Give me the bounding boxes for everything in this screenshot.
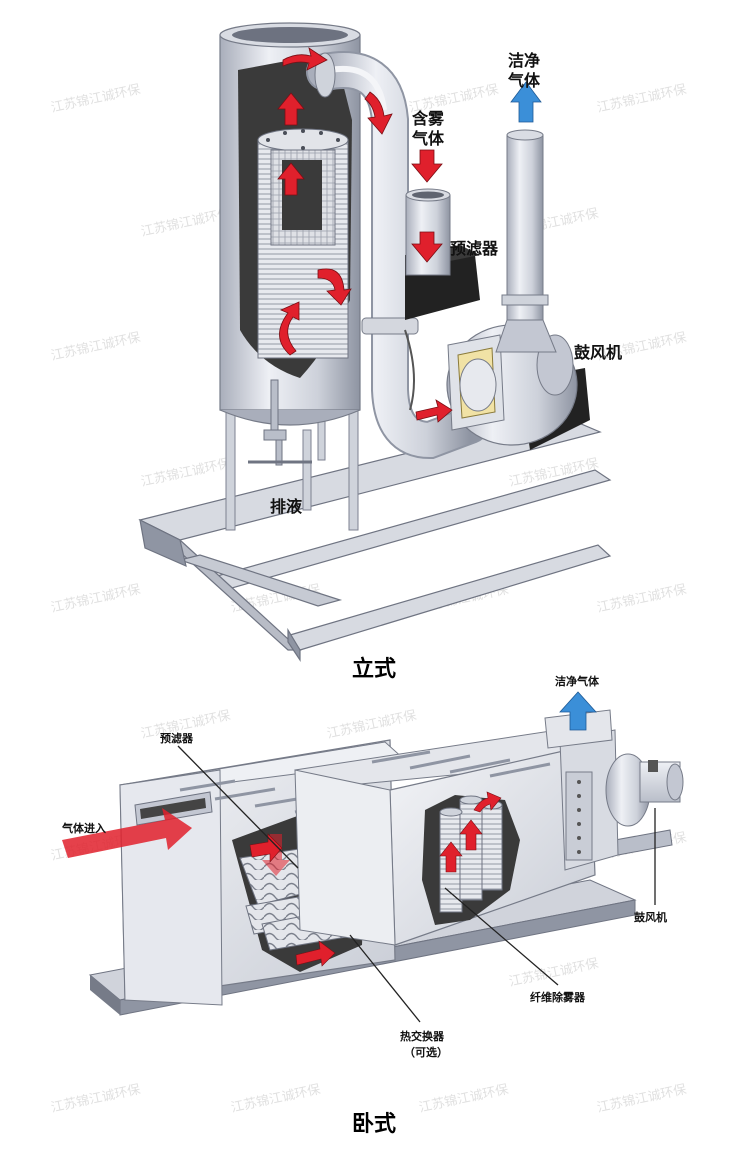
leader-lines bbox=[177, 745, 656, 1023]
watermark: 江苏锦江诚环保 bbox=[596, 81, 688, 116]
watermark: 江苏锦江诚环保 bbox=[50, 81, 142, 116]
horizontal-unit: 洁净气体 预滤器 气体进入 鼓风机 纤维除雾器 热交换器 （可选） 卧式 bbox=[61, 674, 684, 1137]
label-heat-exchanger-line2: （可选） bbox=[404, 1045, 448, 1059]
blue-clean-arrow-icon bbox=[559, 691, 597, 731]
watermark: 江苏锦江诚环保 bbox=[596, 1081, 688, 1116]
fiber-filter-element bbox=[257, 128, 349, 359]
skid-frame bbox=[138, 414, 612, 662]
blue-clean-arrow-icon bbox=[510, 81, 542, 123]
watermark: 江苏锦江诚环保 bbox=[140, 455, 232, 490]
red-flow-arrow-icon bbox=[277, 47, 453, 423]
clean-gas-stack bbox=[495, 129, 557, 353]
blower-motor bbox=[605, 753, 684, 827]
label-drain: 排液 bbox=[270, 497, 303, 516]
clean-gas-outlet bbox=[544, 691, 613, 749]
connecting-duct bbox=[306, 51, 489, 460]
watermark: 江苏锦江诚环保 bbox=[50, 581, 142, 616]
watermark: 江苏锦江诚环保 bbox=[50, 329, 142, 364]
watermark: 江苏锦江诚环保 bbox=[418, 1081, 510, 1116]
blower bbox=[446, 324, 578, 446]
drain-valve bbox=[248, 379, 312, 466]
watermark: 江苏锦江诚环保 bbox=[596, 581, 688, 616]
watermark: 江苏锦江诚环保 bbox=[326, 707, 418, 742]
label-clean-gas: 洁净气体 bbox=[555, 674, 600, 688]
prefilter-unit bbox=[405, 188, 480, 320]
label-blower: 鼓风机 bbox=[574, 343, 622, 362]
label-mist-gas-line2: 气体 bbox=[411, 129, 445, 148]
watermark: 江苏锦江诚环保 bbox=[140, 205, 232, 240]
label-clean-gas-line2: 气体 bbox=[507, 71, 541, 90]
horizontal-title: 卧式 bbox=[352, 1112, 396, 1137]
label-mist-gas-line1: 含雾 bbox=[412, 109, 445, 128]
label-gas-inlet: 气体进入 bbox=[61, 821, 106, 835]
vertical-unit: 洁净 气体 含雾 气体 预滤器 鼓风机 排液 立式 bbox=[138, 22, 622, 682]
label-prefilter: 预滤器 bbox=[160, 731, 194, 745]
watermark: 江苏锦江诚环保 bbox=[508, 955, 600, 990]
vertical-title: 立式 bbox=[352, 656, 396, 682]
red-flow-arrow-icon bbox=[62, 791, 502, 967]
label-heat-exchanger-line1: 热交换器 bbox=[400, 1029, 445, 1043]
label-blower: 鼓风机 bbox=[634, 910, 667, 924]
label-clean-gas-line1: 洁净 bbox=[508, 51, 540, 70]
watermark: 江苏锦江诚环保 bbox=[50, 1081, 142, 1116]
label-fiber-demister: 纤维除雾器 bbox=[530, 990, 586, 1004]
label-prefilter: 预滤器 bbox=[450, 239, 499, 258]
watermark: 江苏锦江诚环保 bbox=[230, 1081, 322, 1116]
